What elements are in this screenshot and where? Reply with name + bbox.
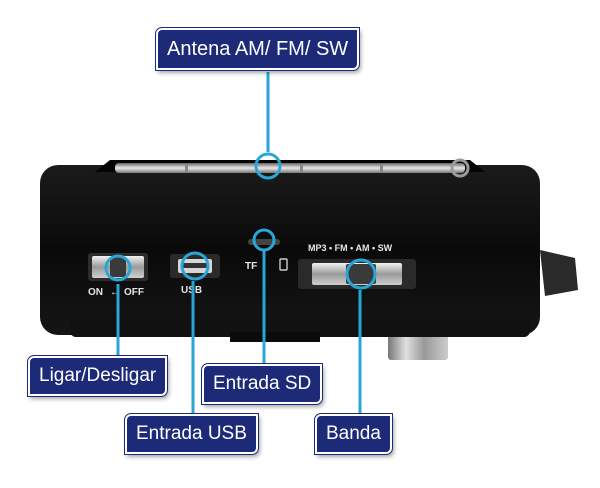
antenna-joint [300, 164, 303, 172]
band-scale-text: MP3 • FM • AM • SW [308, 243, 393, 253]
label-usb-input: Entrada USB [125, 414, 258, 454]
callout-ring-antenna [254, 152, 282, 180]
callout-ring-sd [252, 228, 276, 252]
usb-port-tongue [183, 263, 207, 268]
antenna-joint [380, 164, 383, 172]
strap [540, 250, 578, 296]
antenna-joint [185, 164, 188, 172]
power-switch-slider [110, 257, 126, 277]
callout-ring-power [104, 254, 132, 282]
callout-ring-usb [180, 251, 210, 281]
radio-body [40, 165, 540, 335]
antenna-pivot [450, 158, 470, 178]
label-sd-input: Entrada SD [202, 364, 323, 404]
radio-base [70, 315, 530, 337]
sd-card-icon [279, 258, 288, 271]
radio-foot [230, 332, 320, 342]
label-power-switch: Ligar/Desligar [28, 356, 168, 396]
tf-text: TF [245, 261, 257, 272]
tuning-knob [388, 334, 448, 360]
callout-ring-band [345, 258, 377, 290]
antenna-rod [115, 163, 465, 173]
band-switch-slider [346, 264, 376, 284]
switch-arrow-icon: ↔ [110, 287, 120, 298]
switch-off-text: OFF [124, 287, 144, 298]
label-band: Banda [315, 414, 392, 454]
label-antenna: Antena AM/ FM/ SW [156, 28, 360, 70]
switch-on-text: ON [88, 287, 103, 298]
